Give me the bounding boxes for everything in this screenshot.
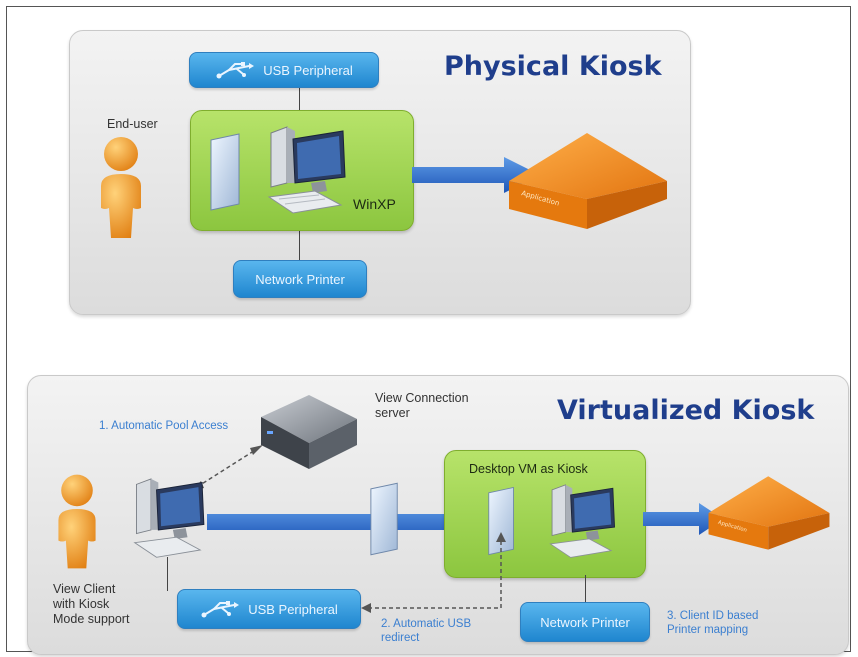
server-box-icon <box>261 395 357 469</box>
physical-printer-label: Network Printer <box>255 271 345 287</box>
virtual-printer-label: Network Printer <box>540 614 630 630</box>
person-icon <box>101 137 141 238</box>
physical-usb-peripheral: USB Peripheral <box>189 52 379 88</box>
usb-connector-line <box>299 87 300 111</box>
usb-redirect-dashed-arrow <box>361 532 506 613</box>
virtual-flow-arrow <box>207 505 485 539</box>
printer-mapping-label-line1: 3. Client ID based <box>667 610 759 622</box>
vm-to-app-arrow <box>643 503 723 535</box>
usb-redirect-label-line1: 2. Automatic USB <box>381 618 472 630</box>
server-label-line2: server <box>375 406 410 420</box>
glass-panel-icon <box>210 133 240 211</box>
printer-connector-line <box>299 229 300 261</box>
physical-kiosk-title: Physical Kiosk <box>444 51 662 82</box>
usb-icon <box>201 601 240 618</box>
virtual-usb-label: USB Peripheral <box>248 601 338 617</box>
client-label-line2: with Kiosk <box>53 597 110 611</box>
virtual-usb-peripheral: USB Peripheral <box>177 589 361 629</box>
physical-usb-label: USB Peripheral <box>263 62 353 78</box>
glass-panel-icon <box>370 482 398 556</box>
application-box-icon: Application <box>509 133 667 229</box>
physical-network-printer: Network Printer <box>233 260 367 298</box>
winxp-label: WinXP <box>353 196 396 212</box>
client-label-line3: Mode support <box>53 612 130 626</box>
computer-icon <box>133 478 205 558</box>
end-user-label: End-user <box>107 117 158 131</box>
computer-icon <box>267 126 346 214</box>
computer-icon <box>549 484 615 558</box>
diagram-frame: Physical Kiosk USB Peripheral <box>6 6 851 655</box>
person-icon <box>58 474 96 569</box>
pool-access-label: 1. Automatic Pool Access <box>99 420 229 432</box>
usb-redirect-label-line2: redirect <box>381 632 420 644</box>
usb-icon <box>216 62 255 79</box>
vm-printer-connector-line <box>585 575 586 603</box>
glass-panel-icon <box>488 486 514 556</box>
virtual-network-printer: Network Printer <box>520 602 650 642</box>
server-label-line1: View Connection <box>375 391 469 405</box>
desktop-vm-label: Desktop VM as Kiosk <box>469 462 588 476</box>
printer-mapping-label-line2: Printer mapping <box>667 624 749 636</box>
application-box-icon: Application <box>708 476 830 550</box>
client-label-line1: View Client <box>53 582 116 596</box>
client-usb-connector-line <box>167 557 168 591</box>
physical-flow-arrow <box>412 157 540 193</box>
virtualized-kiosk-title: Virtualized Kiosk <box>557 395 815 426</box>
